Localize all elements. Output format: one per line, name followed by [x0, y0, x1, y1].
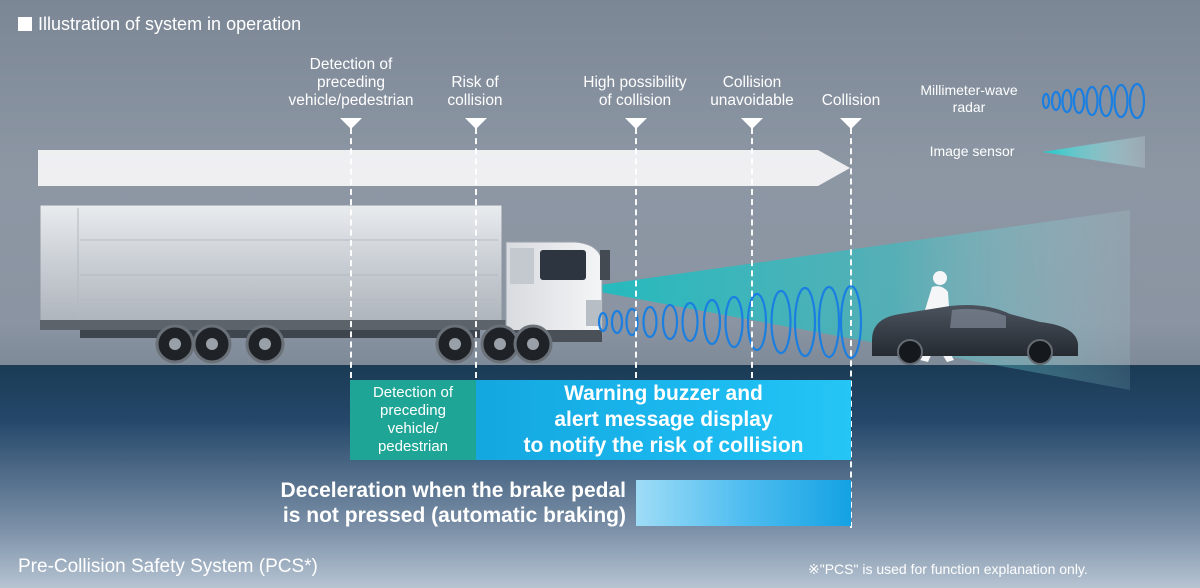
legend-radar-label: Millimeter-wave radar	[920, 82, 1018, 115]
stage-line-high	[635, 128, 637, 378]
stage-line-detection	[350, 128, 352, 378]
stage-label-risk: Risk of collision	[447, 74, 503, 109]
radar-legend-waves	[1041, 82, 1146, 120]
deceleration-bar	[636, 480, 851, 526]
stage-marker-unavoidable	[741, 118, 763, 129]
timeline-arrow	[38, 150, 850, 186]
radar-waves	[597, 284, 863, 360]
truck	[39, 204, 610, 364]
stage-label-collision: Collision	[821, 92, 881, 109]
footer-title: Pre-Collision Safety System (PCS*)	[18, 556, 318, 577]
warning-box: Warning buzzer and alert message display…	[476, 380, 851, 460]
image-sensor-legend-beam	[1042, 136, 1145, 168]
stage-label-high: High possibility of collision	[583, 74, 687, 109]
footnote: ※"PCS" is used for function explanation …	[808, 561, 1088, 577]
stage-label-detection: Detection of preceding vehicle/pedestria…	[288, 56, 414, 109]
image-sensor-beam	[600, 210, 1130, 390]
stage-marker-risk	[465, 118, 487, 129]
stage-line-unavoidable	[751, 128, 753, 378]
detection-box: Detection of preceding vehicle/ pedestri…	[350, 380, 476, 460]
section-header: Illustration of system in operation	[18, 14, 301, 35]
section-header-text: Illustration of system in operation	[38, 14, 302, 34]
legend-image-sensor-label: Image sensor	[929, 143, 1015, 159]
stage-marker-detection	[340, 118, 362, 129]
stage-line-risk	[475, 128, 477, 378]
deceleration-text: Deceleration when the brake pedal is not…	[280, 479, 626, 527]
stage-line-collision	[850, 128, 852, 528]
stage-marker-high	[625, 118, 647, 129]
stage-marker-collision	[840, 118, 862, 129]
preceding-car	[872, 305, 1078, 365]
stage-label-unavoidable: Collision unavoidable	[710, 74, 794, 109]
header-square-icon	[18, 17, 32, 31]
